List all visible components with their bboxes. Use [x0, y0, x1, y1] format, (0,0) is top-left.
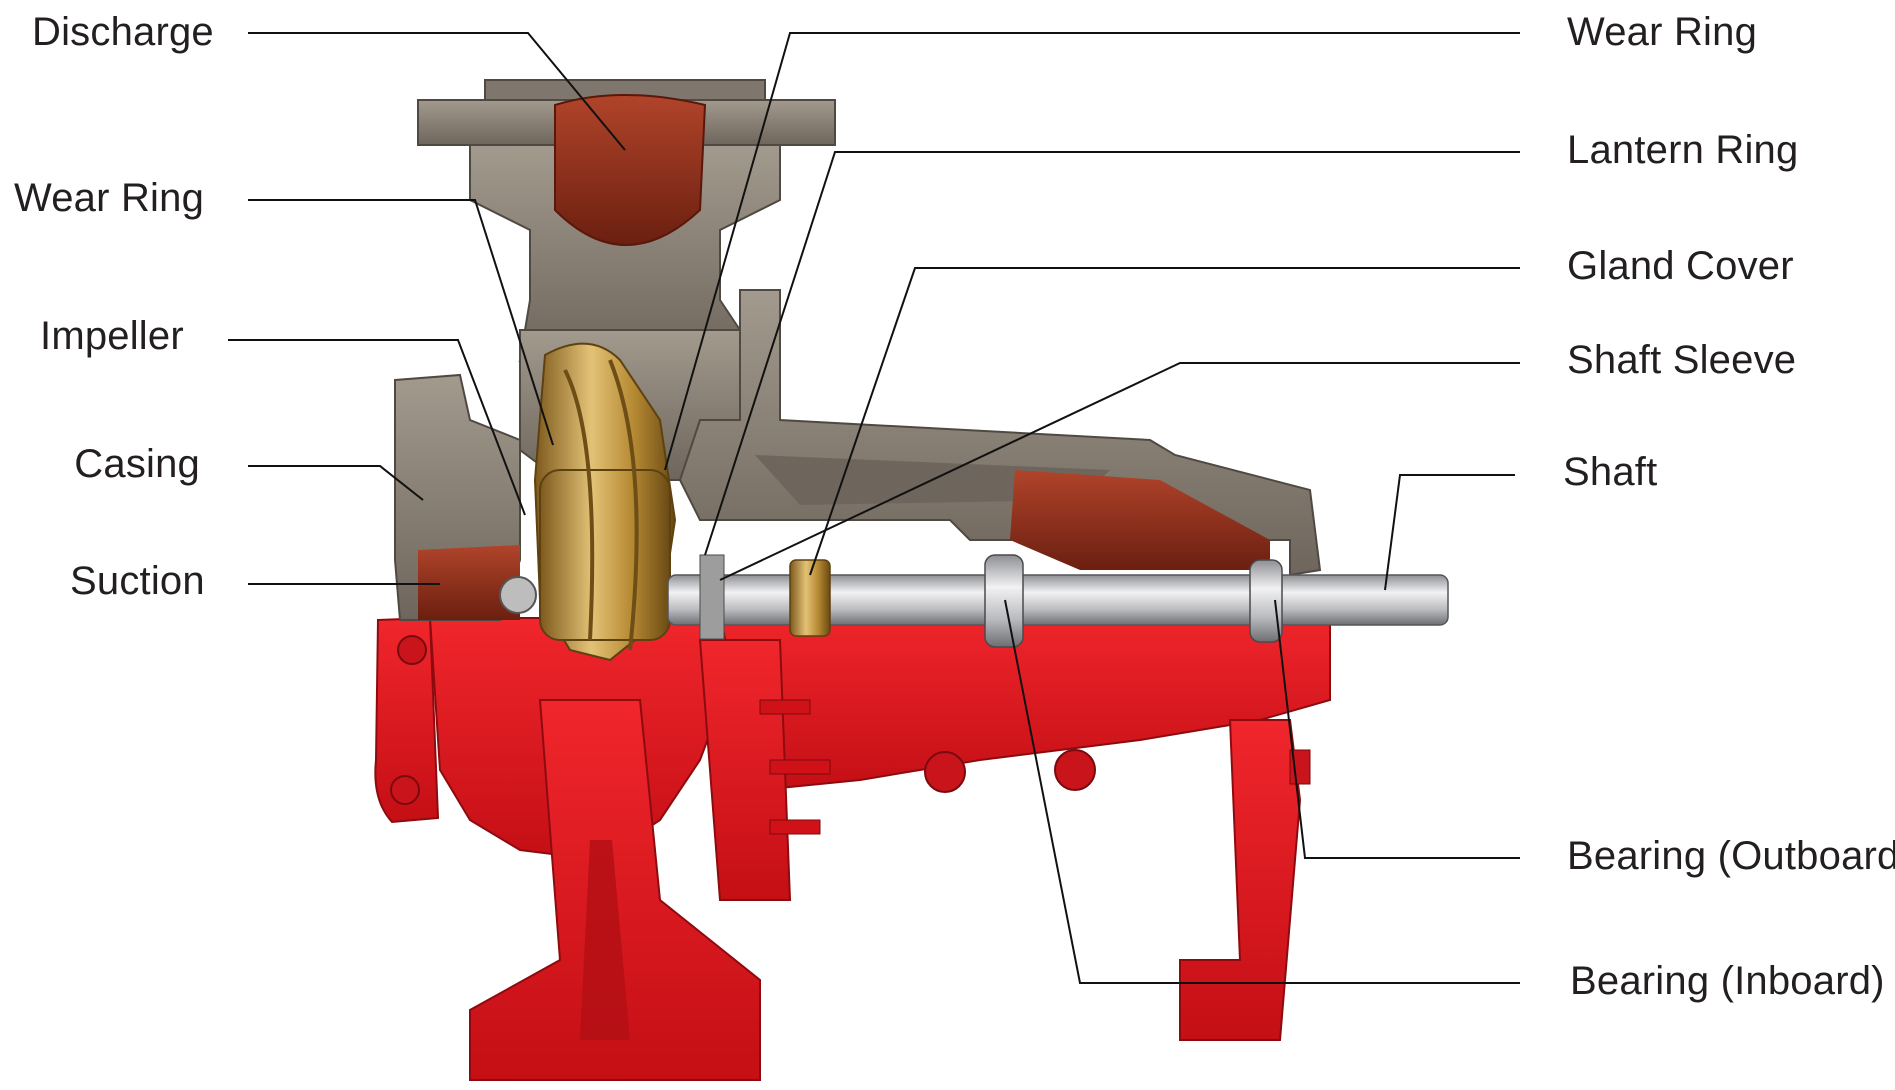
label-wear-ring-left: Wear Ring: [14, 176, 205, 220]
label-lantern-ring: Lantern Ring: [1567, 128, 1799, 172]
pump-foot-rib: [580, 840, 630, 1040]
shaft-body: [667, 574, 1449, 626]
shaft-sleeve-part: [789, 559, 831, 637]
leader-wear-ring-left: [248, 199, 554, 446]
impeller-hub: [539, 469, 671, 641]
impeller-vane: [563, 369, 595, 641]
bearing-housing-interior: [1010, 470, 1270, 570]
pump-body-red: [374, 611, 1331, 1081]
leader-lines: [228, 32, 1520, 984]
leader-lantern-ring: [704, 151, 1520, 556]
suction-passage: [418, 545, 520, 620]
leader-shaft: [1384, 474, 1515, 591]
label-casing: Casing: [74, 442, 200, 486]
label-discharge: Discharge: [32, 10, 214, 54]
label-shaft: Shaft: [1563, 450, 1658, 494]
lantern-ring-part: [699, 554, 725, 640]
gland-stud: [769, 819, 821, 835]
frame-bolt: [1054, 749, 1096, 791]
pump-casing-gray: [394, 79, 1322, 621]
leader-wear-ring-right: [664, 32, 1520, 471]
label-suction: Suction: [70, 559, 205, 603]
bearing-inboard-part: [984, 554, 1024, 648]
label-shaft-sleeve: Shaft Sleeve: [1567, 338, 1797, 382]
gland-stud: [759, 699, 811, 715]
label-bearing-outboard: Bearing (Outboard): [1567, 834, 1895, 878]
bearing-outboard-part: [1249, 559, 1283, 643]
shaft-assembly: [667, 554, 1449, 648]
leader-bearing-inboard: [1004, 599, 1520, 984]
impeller-vane: [608, 359, 639, 651]
impeller-assembly: [499, 342, 677, 662]
label-bearing-inboard: Bearing (Inboard): [1570, 959, 1885, 1003]
leader-impeller: [228, 339, 526, 516]
leader-shaft-sleeve: [719, 362, 1520, 581]
label-impeller: Impeller: [40, 314, 184, 358]
discharge-flange-lip: [484, 79, 766, 101]
leader-discharge: [248, 32, 626, 151]
gland-stud: [769, 759, 831, 775]
leader-casing: [248, 465, 424, 501]
leader-bearing-outboard: [1274, 599, 1520, 859]
frame-bolt: [924, 751, 966, 793]
flange-bolt: [397, 635, 427, 665]
flange-bolt: [390, 775, 420, 805]
leader-gland-cover: [809, 267, 1520, 576]
discharge-passage: [554, 94, 707, 246]
impeller-nut: [499, 576, 537, 614]
label-wear-ring-right: Wear Ring: [1567, 10, 1758, 54]
label-gland-cover: Gland Cover: [1567, 244, 1794, 288]
support-leg: [1179, 719, 1302, 1041]
suction-flange: [374, 616, 440, 824]
